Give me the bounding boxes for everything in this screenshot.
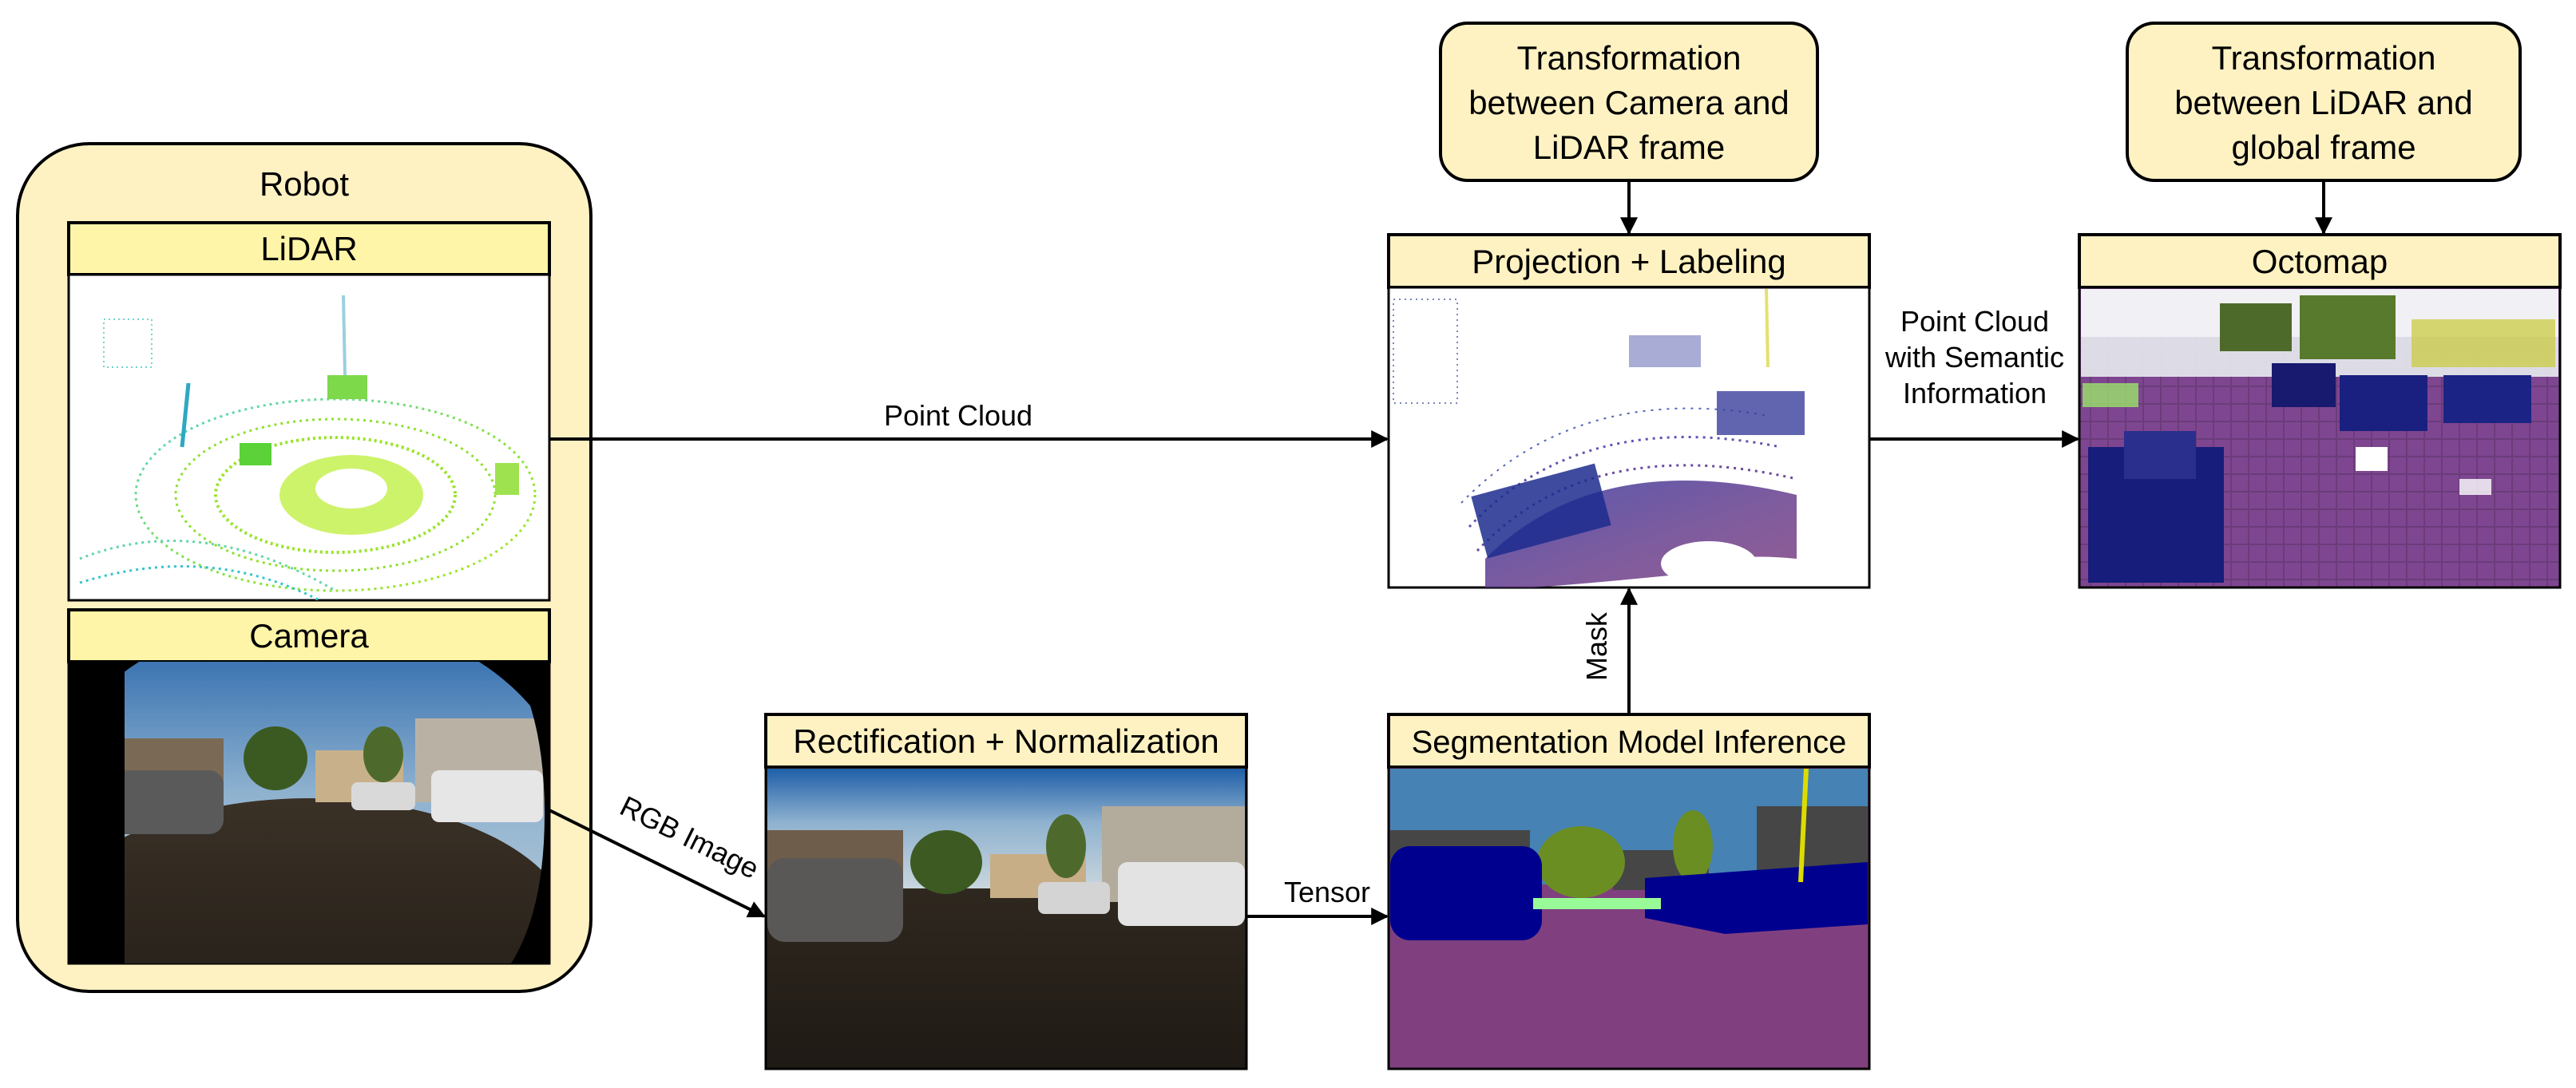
transform-lidar-global-line-3: global frame — [2231, 129, 2415, 166]
camera-label: Camera — [249, 617, 369, 655]
transform-camera-lidar-line-1: Transformation — [1517, 39, 1742, 77]
edge-tensor-label: Tensor — [1284, 876, 1370, 908]
lidar-point-cloud-image — [67, 273, 551, 602]
robot-title: Robot — [260, 165, 349, 203]
edge-semantic-cloud-line-1: Point Cloud — [1900, 305, 2049, 338]
octomap-header — [2078, 233, 2562, 289]
octomap-voxel-image — [2078, 286, 2562, 589]
edge-rgb-image-label: RGB Image — [615, 789, 764, 885]
transform-camera-lidar-line-2: between Camera and — [1468, 84, 1789, 121]
lidar-header — [67, 221, 551, 276]
edge-rgb-image — [549, 809, 766, 918]
camera-fisheye-image — [67, 660, 551, 965]
segmentation-header — [1387, 713, 1871, 769]
rectified-camera-image — [764, 766, 1248, 1070]
transform-lidar-global-line-2: between LiDAR and — [2174, 84, 2473, 121]
rectification-label: Rectification + Normalization — [793, 722, 1219, 760]
rectification-header — [764, 713, 1248, 769]
segmentation-mask-image — [1387, 766, 1871, 1070]
lidar-label: LiDAR — [260, 230, 357, 267]
projection-labeled-cloud-image — [1387, 286, 1871, 589]
segmentation-label: Segmentation Model Inference — [1412, 725, 1847, 760]
transform-camera-lidar-line-3: LiDAR frame — [1533, 129, 1725, 166]
projection-header — [1387, 233, 1871, 289]
octomap-label: Octomap — [2252, 243, 2388, 280]
edge-mask-label: Mask — [1580, 611, 1613, 681]
edge-point-cloud-label: Point Cloud — [884, 399, 1032, 432]
edge-semantic-cloud-line-2: with Semantic — [1884, 341, 2064, 374]
edge-semantic-cloud-line-3: Information — [1903, 377, 2047, 409]
transform-lidar-global-line-1: Transformation — [2212, 39, 2436, 77]
projection-label: Projection + Labeling — [1472, 243, 1785, 280]
